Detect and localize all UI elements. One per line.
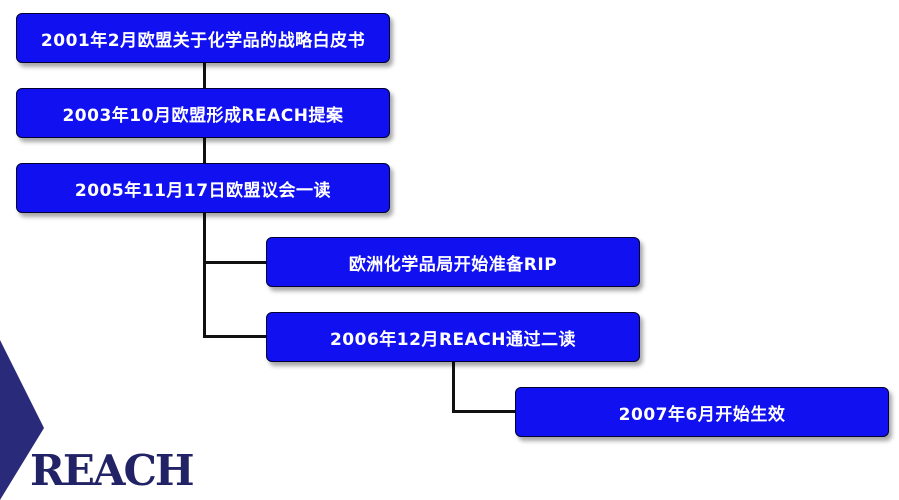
connector-branch-2006 bbox=[203, 335, 266, 338]
timeline-box-rip: 欧洲化学品局开始准备RIP bbox=[266, 237, 640, 287]
timeline-box-2006: 2006年12月REACH通过二读 bbox=[266, 312, 640, 362]
connector-branch-2007 bbox=[452, 410, 515, 413]
timeline-box-2001: 2001年2月欧盟关于化学品的战略白皮书 bbox=[16, 13, 390, 63]
connector-branch-rip bbox=[203, 261, 266, 264]
timeline-box-2003: 2003年10月欧盟形成REACH提案 bbox=[16, 88, 390, 138]
reach-logo: REACH bbox=[30, 446, 195, 495]
connector-trunk-2 bbox=[452, 360, 455, 412]
timeline-box-2007: 2007年6月开始生效 bbox=[515, 387, 889, 437]
timeline-box-2005: 2005年11月17日欧盟议会一读 bbox=[16, 163, 390, 213]
corner-decoration bbox=[0, 340, 44, 500]
